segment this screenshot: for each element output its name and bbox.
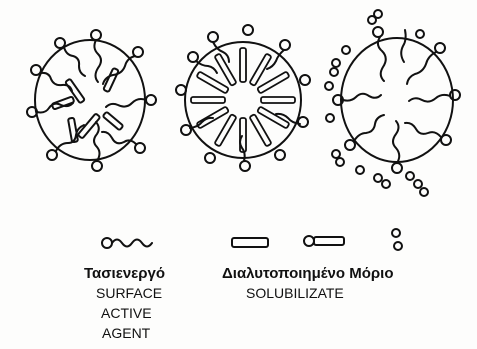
- surfactant-label-surface: SURFACE: [96, 285, 162, 301]
- surfactant-label-greek: Τασιενεργό: [84, 265, 165, 282]
- headed-rod-solubilizate-icon: [304, 236, 344, 246]
- surfactant-label-agent: AGENT: [102, 325, 150, 341]
- micelle-2-radial-rods: [191, 48, 295, 152]
- micelle-1: [27, 30, 156, 171]
- rod-solubilizate-icon: [232, 238, 268, 247]
- solubilizate-label-greek: Διαλυτοποιημένο Μόριο: [222, 265, 393, 282]
- micelle-1-boundary: [35, 40, 145, 160]
- micelle-3-boundary: [341, 38, 453, 162]
- micelle-3: [325, 10, 460, 196]
- solubilizate-label-english: SOLUBILIZATE: [246, 285, 344, 301]
- small-molecule-solubilizate-icon: [392, 229, 402, 250]
- micelle-3-surfactant-tails: [343, 30, 450, 163]
- surfactant-label-active: ACTIVE: [101, 305, 152, 321]
- micelle-2-boundary: [185, 42, 301, 158]
- micelle-2: [176, 25, 310, 171]
- surfactant-tail-icon: [102, 238, 152, 248]
